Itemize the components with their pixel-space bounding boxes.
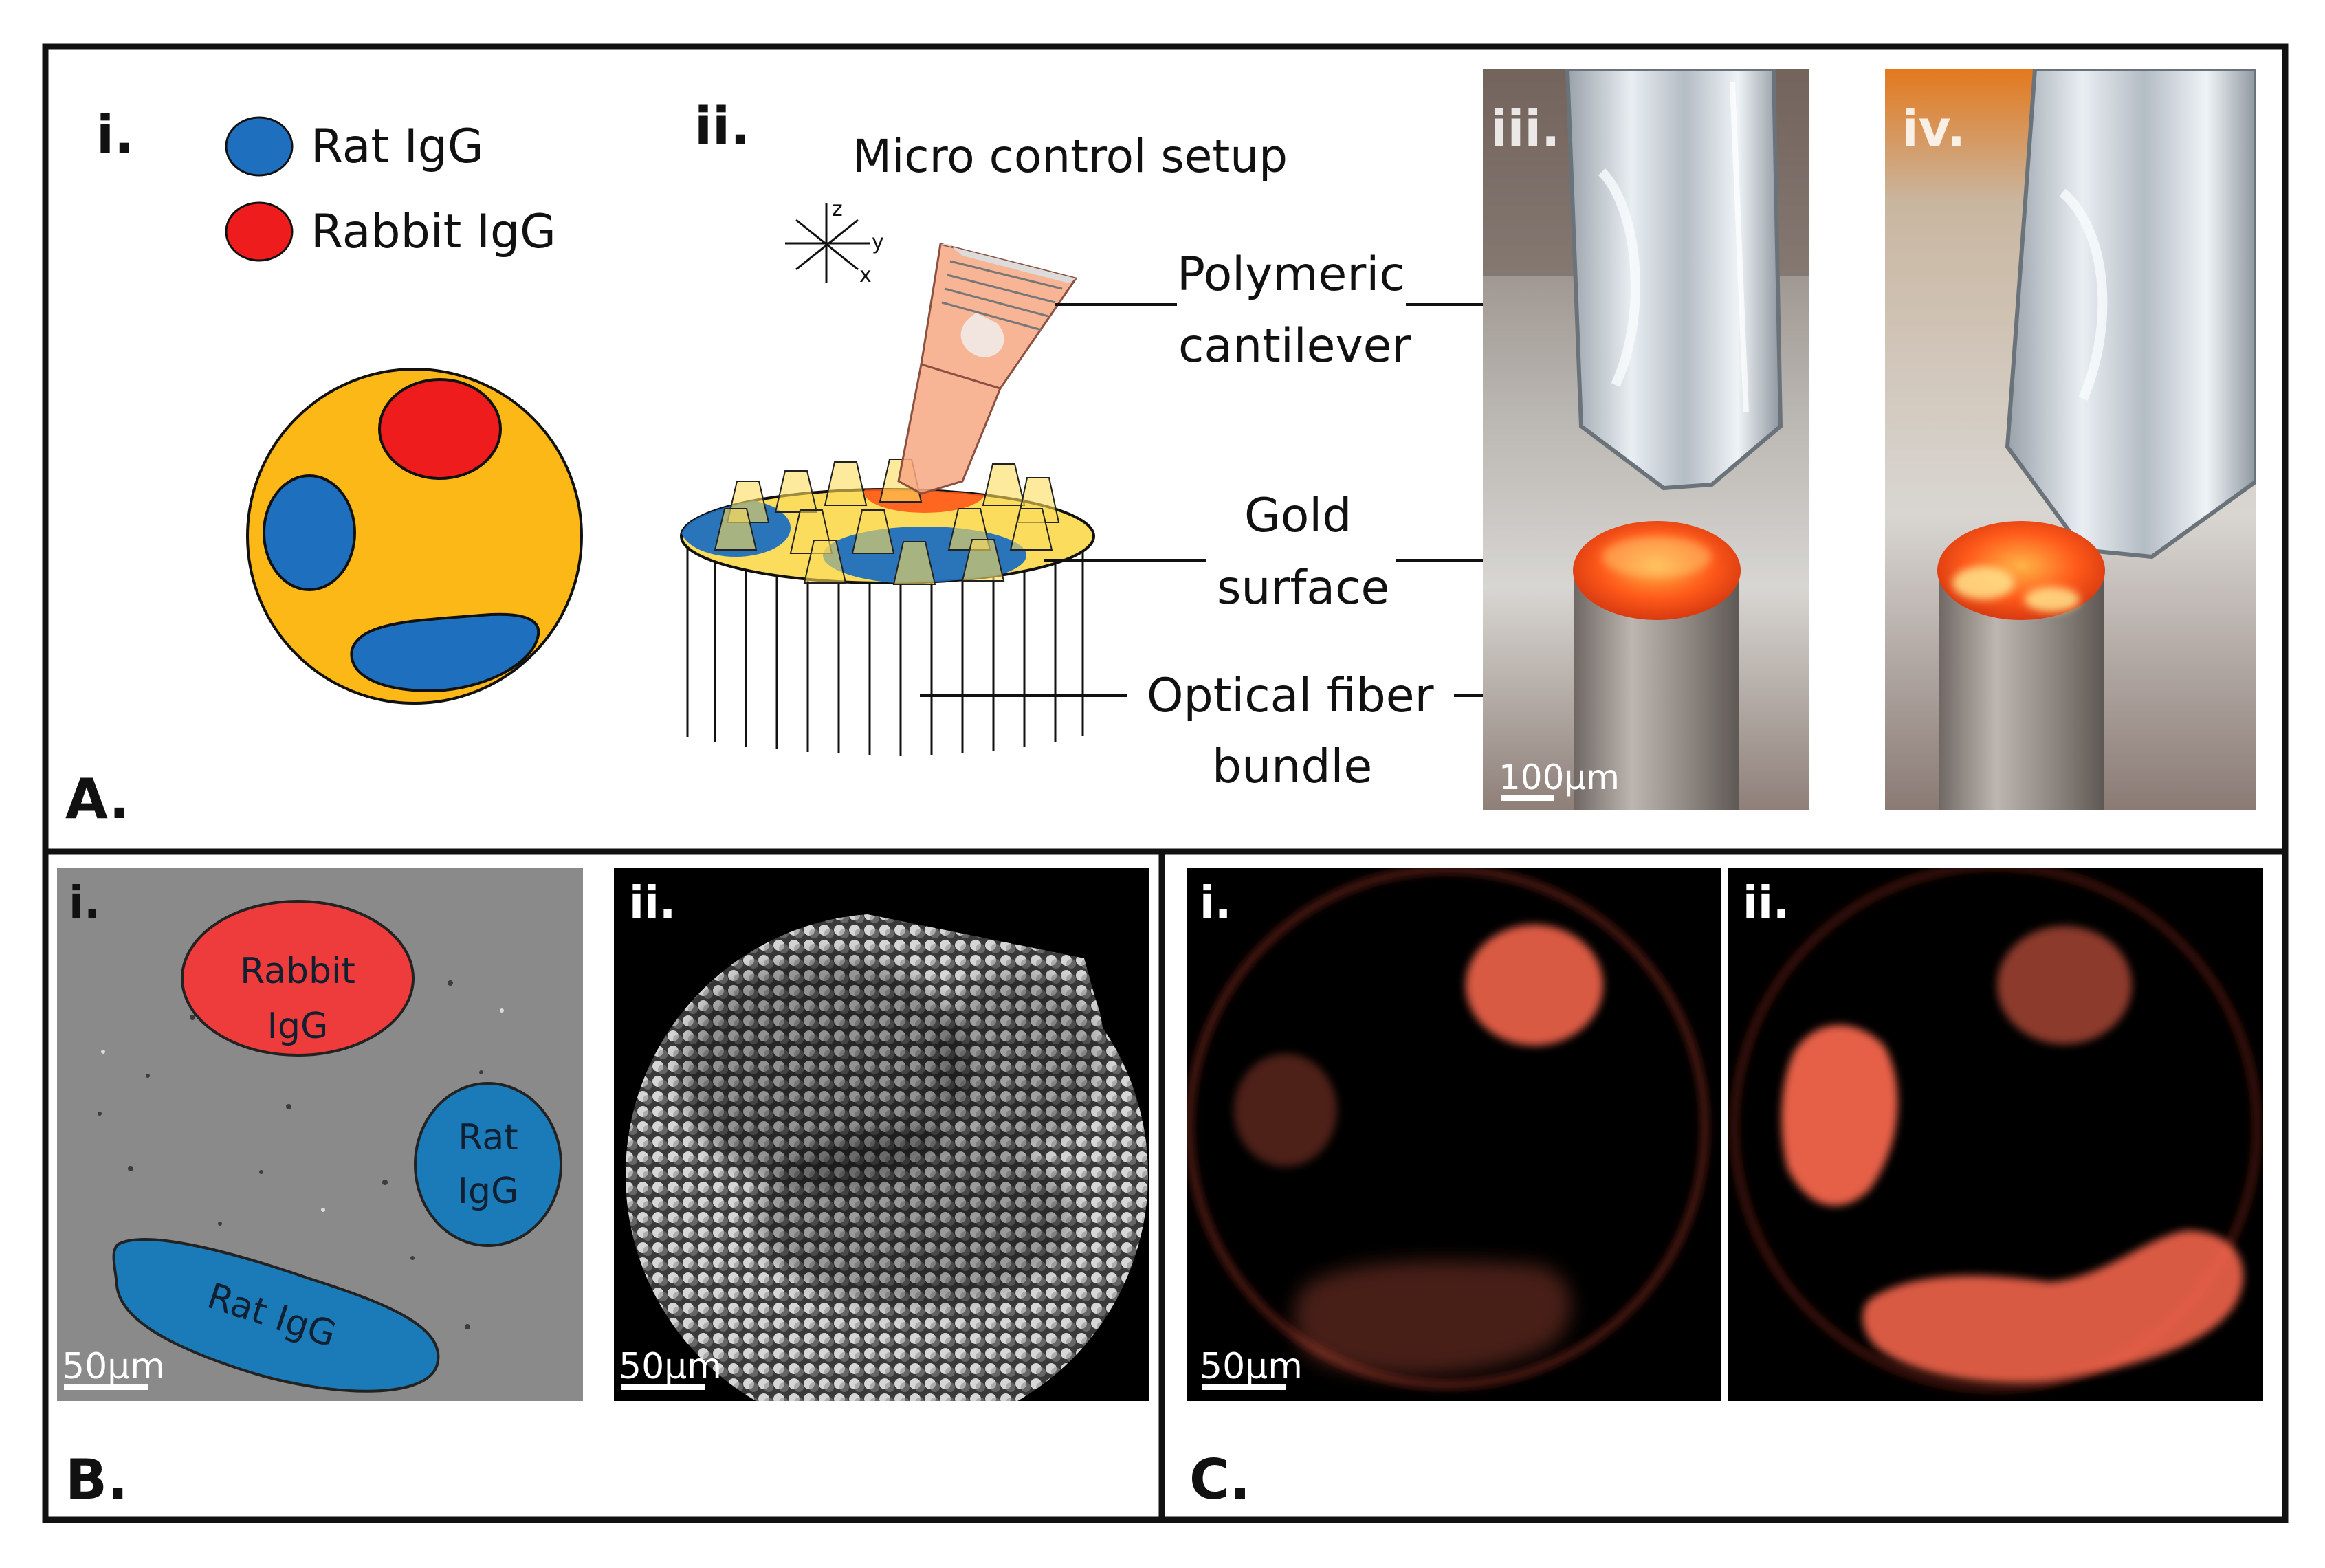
b-spot-rabbit-line2: IgG: [267, 1006, 329, 1047]
callout-fiber-line2: bundle: [1212, 740, 1372, 794]
c-ii-spot-rabbit: [1997, 926, 2132, 1044]
panel-a-label: A.: [65, 767, 130, 831]
disk-spot-rat-bottom: [350, 612, 540, 693]
panel-c-i: 50μm: [1187, 868, 1721, 1401]
photo-iv: [1885, 69, 2256, 810]
setup-title: Micro control setup: [852, 130, 1288, 183]
panel-c-label: C.: [1189, 1448, 1250, 1512]
axes-icon: [785, 203, 870, 283]
panel-a-i-label: i.: [96, 104, 134, 165]
axis-label-z: z: [832, 197, 843, 221]
b-spot-rat-right: [414, 1082, 562, 1247]
b-spot-rat-long: [112, 1238, 440, 1393]
panel-a-ii-label: ii.: [694, 96, 750, 157]
b-i-scale-label: 50μm: [62, 1346, 165, 1387]
legend-label-rat: Rat IgG: [311, 120, 484, 174]
panel-b-i: Rabbit IgG Rat IgG Rat IgG 50μm: [57, 868, 583, 1401]
c-i-scale-label: 50μm: [1200, 1346, 1303, 1387]
panel-b-ii: 50μm: [614, 868, 1149, 1401]
photo-iii: [1483, 69, 1809, 810]
callout-gold-line2: surface: [1217, 561, 1389, 615]
panel-b-label: B.: [65, 1448, 128, 1512]
legend: Rat IgG Rabbit IgG: [225, 116, 556, 262]
callout-cantilever-line1: Polymeric: [1177, 247, 1405, 302]
b-ii-scale-label: 50μm: [619, 1346, 722, 1387]
fiber-bundle-schematic: [680, 243, 1095, 756]
panel-frames: [42, 43, 2289, 1523]
legend-swatch-rabbit: [225, 201, 294, 262]
b-spot-rat-right-line2: IgG: [458, 1171, 519, 1212]
callout-fiber-line1: Optical fiber: [1147, 669, 1434, 723]
c-i-spot-rat-left: [1234, 1054, 1337, 1167]
b-spot-rabbit-line1: Rabbit: [240, 951, 355, 992]
c-ii-spot-rat-bottom: [1862, 1230, 2244, 1383]
b-spot-rabbit: [181, 900, 415, 1057]
photo-iii-scale-label: 100μm: [1499, 758, 1620, 797]
panel-a-iii-label: iii.: [1490, 100, 1560, 157]
callout-gold-line1: Gold: [1244, 489, 1352, 543]
legend-label-rabbit: Rabbit IgG: [311, 205, 556, 259]
panel-a-iv-label: iv.: [1902, 100, 1965, 157]
c-i-spot-rat-bottom: [1294, 1261, 1572, 1376]
panel-b: B. Rabbit IgG Rat IgG Rat IgG: [57, 868, 1149, 1512]
c-i-spot-rabbit: [1466, 925, 1603, 1046]
axis-label-y: y: [872, 230, 884, 254]
panel-a: A. i. Rat IgG Rabbit IgG ii. Micro contr…: [65, 69, 2256, 831]
panel-c-i-label: i.: [1200, 878, 1231, 929]
axis-label-x: x: [859, 263, 872, 287]
photo-iv-gold-surface: [1937, 521, 2105, 620]
disk-spot-rat-left: [263, 474, 356, 591]
schematic-disk: [246, 368, 583, 705]
panel-b-i-label: i.: [69, 878, 100, 929]
c-ii-spot-rat-left: [1781, 1025, 1898, 1206]
panel-c-ii: [1728, 868, 2263, 1401]
legend-swatch-rat: [225, 116, 294, 177]
callout-cantilever-line2: cantilever: [1178, 319, 1411, 373]
b-spot-rat-right-line1: Rat: [458, 1117, 518, 1158]
panel-c: C. 50μm i. ii.: [1187, 868, 2263, 1512]
panel-c-ii-label: ii.: [1743, 878, 1789, 929]
panel-b-ii-label: ii.: [629, 878, 676, 929]
disk-spot-rabbit: [378, 378, 502, 480]
